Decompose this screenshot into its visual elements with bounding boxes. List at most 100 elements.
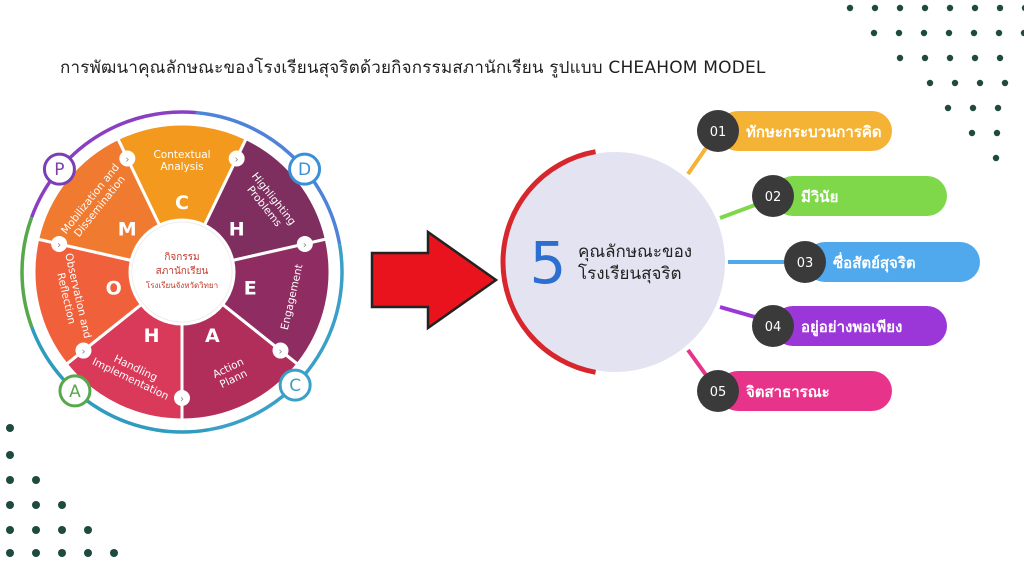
cycle-node: [58, 374, 92, 408]
item-number: 04: [765, 320, 782, 335]
segment-letter: A: [205, 325, 220, 347]
wheel-segment: [220, 237, 332, 367]
dot: [896, 54, 904, 62]
dot: [1020, 29, 1024, 37]
dot: [971, 4, 979, 12]
dot: [993, 129, 1001, 137]
dot: [970, 29, 978, 37]
dot: [58, 501, 66, 509]
chevron-glyph: ›: [279, 347, 283, 358]
wheel-segment: [64, 302, 184, 422]
dot: [870, 29, 878, 37]
segment-letter: M: [118, 218, 137, 240]
dot: [6, 424, 14, 432]
chevron-icon: [51, 235, 68, 252]
item-pill: [718, 371, 892, 411]
cycle-node: [278, 368, 312, 402]
wheel-center: [131, 221, 233, 323]
dot: [944, 104, 952, 112]
item-label: มีวินัย: [801, 188, 838, 206]
dot: [6, 501, 14, 509]
item-label: จิตสาธารณะ: [746, 383, 830, 401]
dot: [58, 526, 66, 534]
connector-line: [686, 348, 708, 377]
wheel-segment: [180, 302, 300, 422]
segment-letter: H: [229, 218, 245, 240]
item-number: 01: [710, 125, 727, 140]
dot: [926, 79, 934, 87]
segment-letter: O: [106, 278, 122, 300]
segment-label-text: Contextual: [153, 149, 210, 161]
chevron-icon: [228, 150, 245, 167]
dot: [1021, 4, 1024, 12]
chevron-icon: [296, 235, 313, 252]
wheel-center-text: กิจกรรม: [164, 252, 199, 263]
dot: [32, 501, 40, 509]
item-number: 02: [765, 190, 782, 205]
cheahom-wheel: CContextualAnalysis›HHighlightingProblem…: [20, 110, 344, 434]
dot: [895, 29, 903, 37]
dot: [84, 526, 92, 534]
cycle-node-letter: A: [69, 382, 81, 402]
dot: [846, 4, 854, 12]
characteristic-item: 01 ทักษะกระบวนการคิด: [686, 110, 892, 176]
hub-title-line1: คุณลักษณะของ: [578, 242, 692, 262]
dot: [6, 476, 14, 484]
item-label: ทักษะกระบวนการคิด: [746, 123, 882, 141]
dot: [6, 549, 14, 557]
wheel-center-text: สภานักเรียน: [156, 265, 209, 277]
dot: [996, 4, 1004, 12]
dot: [58, 549, 66, 557]
cycle-arc: [209, 243, 344, 432]
connector-line: [686, 146, 708, 176]
dot: [996, 54, 1004, 62]
cycle-node: [288, 152, 322, 186]
chevron-glyph: ›: [235, 154, 239, 165]
item-pill: [718, 111, 892, 151]
hub-fill: [505, 152, 725, 372]
hub-circle: 5 คุณลักษณะของโรงเรียนสุจริต: [500, 149, 725, 375]
characteristic-list: 01 ทักษะกระบวนการคิด 02 มีวินัย 03 ซื่อสัตย์ส…: [686, 110, 980, 412]
hub-number: 5: [530, 229, 567, 297]
dot: [968, 129, 976, 137]
cycle-node: [42, 152, 76, 186]
dot: [946, 54, 954, 62]
item-number-badge: [697, 110, 739, 152]
item-number: 05: [710, 385, 727, 400]
cycle-arc: [20, 216, 34, 328]
connector-line: [719, 203, 756, 220]
segment-letter: C: [175, 192, 189, 214]
dot: [32, 526, 40, 534]
cycle-arc: [30, 326, 211, 434]
segment-letter: E: [244, 278, 257, 300]
item-number-badge: [784, 241, 826, 283]
hub-title-line2: โรงเรียนสุจริต: [578, 263, 682, 284]
dot: [992, 154, 1000, 162]
item-label: อยู่อย่างพอเพียง: [801, 318, 902, 337]
characteristic-item: 02 มีวินัย: [719, 175, 947, 220]
characteristic-item: 05 จิตสาธารณะ: [686, 348, 892, 412]
dot: [971, 54, 979, 62]
wheel-segment: [115, 122, 249, 228]
chevron-icon: [272, 342, 289, 359]
dot: [32, 476, 40, 484]
dot: [976, 79, 984, 87]
item-number: 03: [797, 256, 814, 271]
item-label: ซื่อสัตย์สุจริต: [833, 252, 916, 273]
dot: [921, 4, 929, 12]
item-pill: [773, 176, 947, 216]
dot: [1001, 79, 1009, 87]
dot: [945, 29, 953, 37]
chevron-glyph: ›: [125, 154, 129, 165]
connector-line: [719, 305, 756, 319]
segment-label-text: Analysis: [160, 161, 203, 173]
cycle-node-letter: D: [298, 160, 311, 180]
wheel-segment: [202, 136, 329, 263]
hub-ring: [500, 149, 596, 375]
chevron-icon: [174, 390, 190, 406]
page-title: การพัฒนาคุณลักษณะของโรงเรียนสุจริตด้วยกิ…: [60, 58, 766, 78]
dot: [951, 79, 959, 87]
cycle-arc: [195, 110, 342, 245]
